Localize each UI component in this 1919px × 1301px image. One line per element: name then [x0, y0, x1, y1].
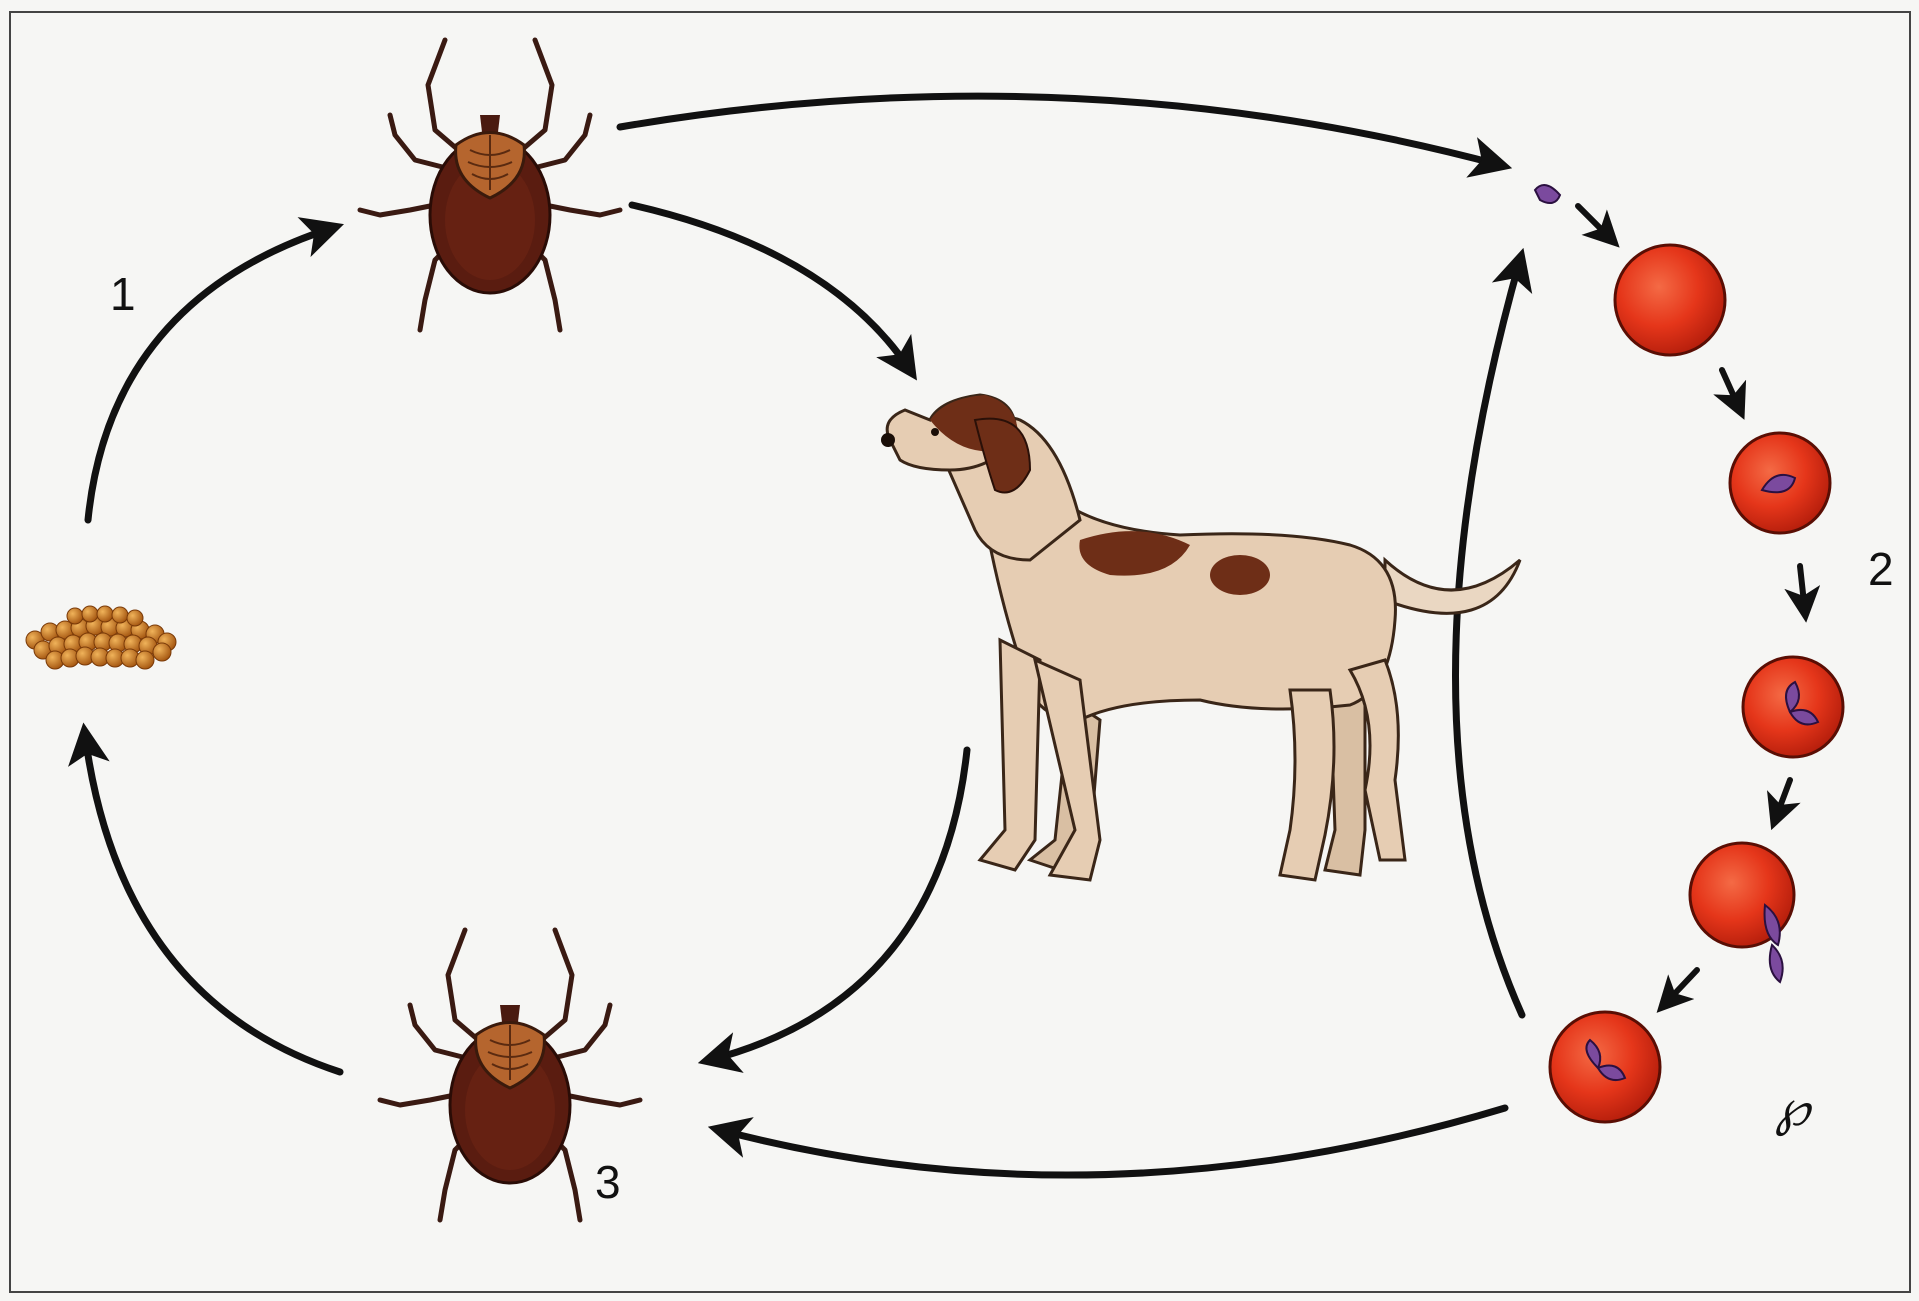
rbc-cell-4 [1690, 843, 1794, 982]
sporozoite-icon [1535, 185, 1560, 203]
rbc-cell-1 [1615, 245, 1725, 355]
arrow-rbc1-to-rbc2 [1722, 370, 1740, 410]
tick-eggs-cluster [26, 606, 176, 669]
cycle-arrows [85, 96, 1805, 1175]
arrow-sporozoite-to-rbc [1578, 206, 1612, 240]
label-stage-1: 1 [110, 268, 136, 320]
rbc-cell-5 [1550, 1012, 1660, 1122]
arrow-rbc-loop-up [1455, 260, 1522, 1015]
rbc-cell-3 [1743, 657, 1843, 757]
dog-host-illustration [881, 395, 1520, 880]
arrow-rbc2-to-rbc3 [1800, 566, 1805, 612]
rbc-cell-2 [1730, 433, 1830, 533]
tick-top-icon [360, 40, 620, 330]
label-symbol: ℘ [1775, 1079, 1813, 1137]
arrow-rbc4-to-rbc5 [1664, 970, 1697, 1005]
label-stage-3: 3 [595, 1156, 621, 1208]
arrow-tick-to-dog [632, 205, 910, 370]
label-stage-2: 2 [1868, 543, 1894, 595]
arrow-tick-to-eggs [85, 735, 340, 1072]
arrow-rbc-to-tick [720, 1108, 1505, 1175]
arrow-dog-to-tick [710, 750, 967, 1060]
arrow-rbc3-to-rbc4 [1775, 780, 1790, 820]
arrow-tick-to-rbc [620, 96, 1500, 165]
